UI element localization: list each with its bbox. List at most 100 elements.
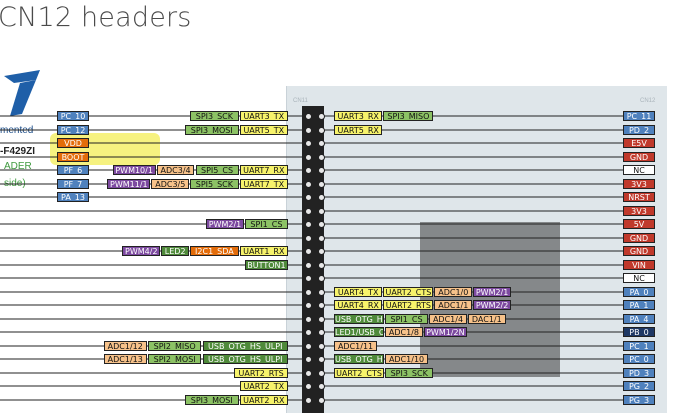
header-pin xyxy=(305,248,312,255)
function-label: ADC1/4 xyxy=(429,314,467,324)
header-pin xyxy=(305,262,312,269)
function-label: UART3_TX xyxy=(239,111,288,121)
function-label: UART7_TX xyxy=(239,179,288,189)
function-label: PWM10/1 xyxy=(112,165,156,175)
cn11-label: CN11 xyxy=(293,98,308,104)
header-pin xyxy=(318,383,325,390)
header-pin xyxy=(305,316,312,323)
function-label: LED1/USB_OTG_HS_ULPI xyxy=(334,327,384,337)
function-label: USB_OTG_HS_ULPI xyxy=(202,354,288,364)
function-label: PWM2/1 xyxy=(206,219,244,229)
side-label-3: ADER xyxy=(4,161,32,172)
pin-name-label: NRST xyxy=(623,192,655,202)
function-label: ADC1/8 xyxy=(385,327,423,337)
function-label: UART3_RX xyxy=(334,111,383,121)
function-label: UART4_TX xyxy=(334,287,383,297)
function-label: ADC1/13 xyxy=(103,354,147,364)
function-label: PWM2/2 xyxy=(473,300,511,310)
power-label: BOOT xyxy=(57,152,89,162)
header-pin xyxy=(305,275,312,282)
pin-name-label: PC_0 xyxy=(623,354,655,364)
header-pin xyxy=(305,140,312,147)
function-label: USB_OTG_HS_SOF xyxy=(334,314,384,324)
pin-name-label: 3V3 xyxy=(623,206,655,216)
function-label: SPI1_CS xyxy=(244,219,288,229)
function-label: PWM11/1 xyxy=(107,179,151,189)
header-pin xyxy=(318,127,325,134)
pin-name-label: GND xyxy=(623,233,655,243)
pin-name-label: PD_2 xyxy=(623,125,655,135)
pin-name-label: PF_7 xyxy=(57,179,89,189)
header-pin xyxy=(318,316,325,323)
function-label: DAC1/1 xyxy=(467,314,506,324)
header-pin xyxy=(305,113,312,120)
page-title: CN12 headers xyxy=(0,2,192,33)
header-pin xyxy=(318,167,325,174)
function-label: UART7_RX xyxy=(239,165,288,175)
function-label: UART2_CTS xyxy=(383,287,434,297)
function-label: SPI2_MOSI xyxy=(147,354,202,364)
header-pin xyxy=(318,208,325,215)
function-label: UART4_RX xyxy=(334,300,383,310)
function-label: UART2_CTS xyxy=(334,368,384,378)
function-label: SPI3_SCK xyxy=(385,368,434,378)
st-logo xyxy=(4,70,40,116)
pin-name-label: PD_3 xyxy=(623,368,655,378)
side-label-2: -F429ZI xyxy=(0,146,36,157)
pin-name-label: PC_10 xyxy=(57,111,89,121)
pin-name-label: PC_12 xyxy=(57,125,89,135)
header-pin xyxy=(305,383,312,390)
header-pin xyxy=(318,194,325,201)
function-label: ADC1/12 xyxy=(103,341,147,351)
function-label: SPI3_MISO xyxy=(383,111,434,121)
header-pin xyxy=(318,262,325,269)
header-pin xyxy=(305,302,312,309)
header-pin xyxy=(305,235,312,242)
header-pin xyxy=(305,221,312,228)
header-pin xyxy=(318,370,325,377)
function-label: SPI3_MOSI xyxy=(184,125,239,135)
header-pin xyxy=(318,235,325,242)
header-pin xyxy=(305,289,312,296)
function-label: USB_OTG_HS_ULPI xyxy=(202,341,288,351)
header-pin xyxy=(305,329,312,336)
header-pin xyxy=(305,181,312,188)
pin-name-label: PG_3 xyxy=(623,395,655,405)
function-label: UART2_TX xyxy=(239,381,288,391)
function-label: UART5_TX xyxy=(239,125,288,135)
pin-name-label: PA_1 xyxy=(623,300,655,310)
function-label: UART2_RTS xyxy=(234,368,288,378)
header-pin xyxy=(305,127,312,134)
pin-name-label: NC xyxy=(623,165,655,175)
header-pin xyxy=(305,343,312,350)
header-pin xyxy=(305,167,312,174)
function-label: ADC1/10 xyxy=(385,354,429,364)
mcu-chip xyxy=(420,222,560,377)
pin-name-label: 5V xyxy=(623,219,655,229)
function-label: SPI3_SCK xyxy=(190,111,239,121)
header-pin xyxy=(318,140,325,147)
cn12-label: CN12 xyxy=(640,98,656,104)
function-label: UART1_RX xyxy=(239,246,288,256)
pin-name-label: GND xyxy=(623,246,655,256)
function-label: I2C1_SDA xyxy=(190,246,239,256)
header-pin xyxy=(318,181,325,188)
header-pin xyxy=(318,302,325,309)
header-pin xyxy=(318,343,325,350)
header-pin xyxy=(318,397,325,404)
pin-name-label: PA_0 xyxy=(623,287,655,297)
header-pin xyxy=(305,154,312,161)
header-pin xyxy=(305,208,312,215)
pin-name-label: PG_2 xyxy=(623,381,655,391)
function-label: SPI5_CS xyxy=(195,165,239,175)
pin-name-label: PA_13 xyxy=(57,192,89,202)
header-pin xyxy=(318,248,325,255)
function-label: UART2_RX xyxy=(239,395,288,405)
header-pin xyxy=(318,289,325,296)
function-label: PWM4/2 xyxy=(122,246,161,256)
pin-name-label: E5V xyxy=(623,138,655,148)
header-pin xyxy=(318,113,325,120)
pin-name-label: PF_6 xyxy=(57,165,89,175)
power-label: VDD xyxy=(57,138,89,148)
pin-name-label: NC xyxy=(623,273,655,283)
